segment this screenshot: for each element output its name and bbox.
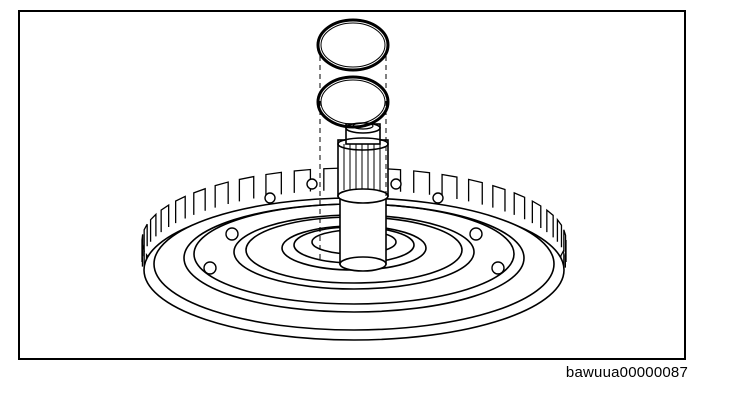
alignment-guides [319,56,387,262]
drum-tooth [214,181,229,208]
drum-tooth [149,212,157,242]
drum-tooth [556,217,563,248]
drum-tooth [160,203,170,233]
drum-tooth [467,178,483,205]
drum-tooth [175,195,186,224]
drum-tooth [531,199,542,228]
input-shaft [337,122,389,272]
drum-tooth [441,173,458,200]
figure-reference-code: bawuua00000087 [565,364,688,381]
drum-tooth [563,229,567,258]
drum-tooth [143,223,148,252]
drum-tooth [546,208,554,238]
drum-holes [203,178,505,275]
drum-tooth [141,234,144,262]
drum-tooth [238,175,255,202]
drum-tooth [193,187,206,215]
diagram-frame [18,10,686,360]
drum-tooth [492,184,506,212]
sealing-ring-upper [316,18,390,72]
drum-tooth [513,191,526,220]
sealing-rings [316,18,390,129]
shaft-and-sealing-rings-illustration [141,18,567,341]
drum-tooth [265,171,282,197]
sealing-ring-lower [316,75,390,129]
drum-tooth [413,170,431,195]
